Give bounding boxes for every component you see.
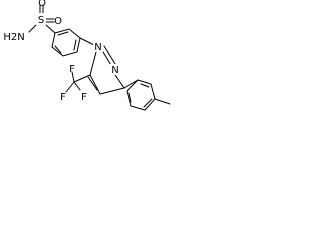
bond-n1-n2-double: [103, 45, 116, 65]
bonds: [28, 4, 171, 111]
pyrazole-n2-label: N: [111, 65, 118, 76]
bond-c5-n1: [89, 51, 97, 76]
oxygen-mid-label: O: [54, 16, 62, 27]
bond-c4-c5: [89, 74, 101, 95]
chemical-structure-diagram: S O O H2N N N F F F: [3, 0, 171, 111]
bond-cf3-f-right: [73, 81, 81, 91]
benzene-ring-2: [126, 79, 156, 111]
bond-methyl: [154, 98, 171, 105]
fluorine-left-label: F: [60, 92, 66, 103]
bond-c4-c5-double: [87, 76, 98, 91]
benzene-ring-2-inner-c: [128, 92, 132, 103]
bond-n2-c3: [114, 74, 125, 89]
benzene-ring-1-inner-a: [57, 31, 69, 36]
bond-c5-cf3: [73, 74, 91, 83]
sulfur-label: S: [38, 15, 44, 26]
bond-ring-n1: [79, 37, 95, 46]
benzene-ring-2-inner-b: [143, 98, 153, 108]
bond-s-n: [28, 23, 38, 33]
oxygen-top-label: O: [38, 0, 46, 9]
benzene-ring-1: [51, 28, 81, 57]
amine-label: H2N: [3, 32, 24, 43]
benzene-ring-1-inner-c: [54, 45, 62, 54]
fluorine-right-label: F: [81, 92, 87, 103]
atom-labels: S O O H2N N N F F F: [3, 0, 120, 103]
fluorine-top-label: F: [69, 64, 75, 75]
benzene-ring-1-inner-b: [73, 39, 77, 51]
benzene-ring-2-inner-a: [140, 83, 150, 88]
pyrazole-n1-label: N: [94, 42, 101, 53]
bond-s-ring: [45, 24, 56, 34]
bond-c3-tolyl: [123, 79, 139, 89]
bond-cf3-f-top: [71, 71, 75, 83]
bond-c3-c4: [99, 87, 125, 95]
bond-cf3-f-left: [65, 81, 75, 93]
